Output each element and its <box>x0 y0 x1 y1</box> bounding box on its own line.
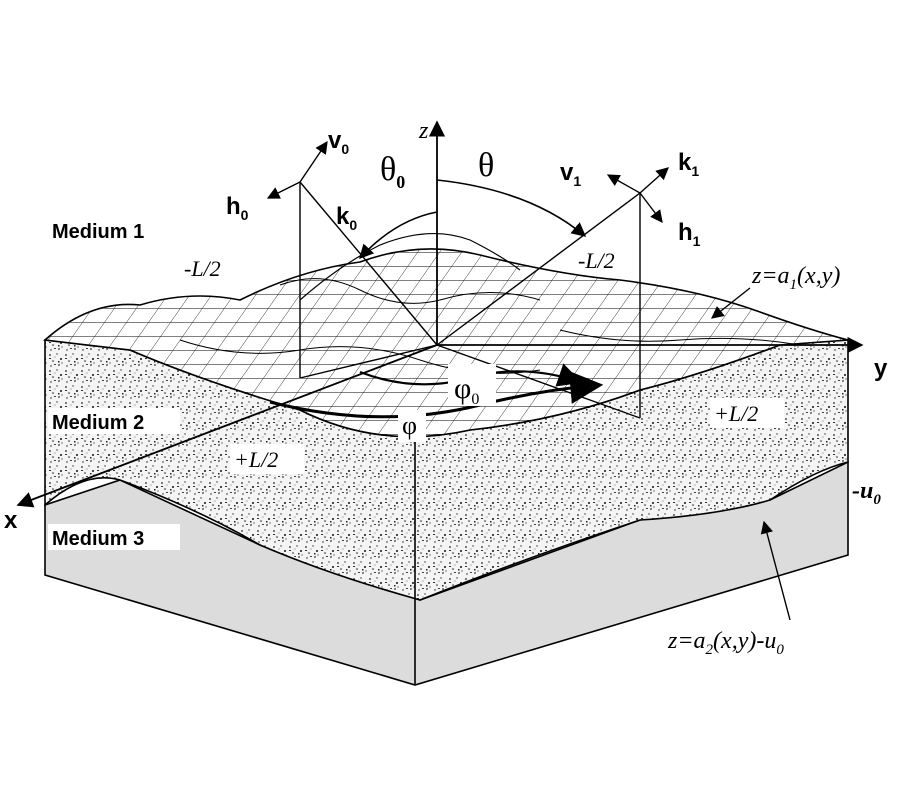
surface2-pointer <box>760 520 791 621</box>
phi-label-bg <box>398 410 426 442</box>
medium-3-label: Medium 3 <box>52 528 144 550</box>
phi0-label-bg <box>448 364 496 406</box>
incident-projection <box>299 344 438 379</box>
h0-label: h0 <box>226 193 249 223</box>
surface1-equation: z=a1(x,y) <box>751 263 840 293</box>
phi-label: φ <box>402 411 417 440</box>
h1-label: h1 <box>678 219 701 249</box>
surface1-pointer <box>711 287 751 319</box>
theta0-label: θ0 <box>380 151 405 192</box>
k1-vector <box>639 167 669 194</box>
plus-l2-right-label: +L/2 <box>714 401 758 426</box>
axis-y-label: y <box>874 355 888 382</box>
scattered-wave-vectors <box>436 167 669 419</box>
minus-l2-right-label: -L/2 <box>578 248 615 273</box>
incident-wave-vectors <box>266 140 438 379</box>
medium-2-label-bg <box>48 408 180 434</box>
v0-label: v0 <box>328 127 349 157</box>
surface2-equation: z=a2(x,y)-u0 <box>667 628 784 658</box>
plus-l2-right-bg <box>710 398 784 428</box>
h0-vector <box>266 181 301 199</box>
k1-label: k1 <box>678 149 699 179</box>
x-axis-line <box>16 344 438 508</box>
medium-1-label: Medium 1 <box>52 221 144 243</box>
rough-surface-mesh <box>43 233 849 438</box>
phi0-label: φ0 <box>454 372 479 408</box>
theta-arc <box>436 179 587 237</box>
theta-label: θ <box>478 147 494 184</box>
plus-l2-left-label: +L/2 <box>234 447 278 472</box>
h1-vector <box>639 192 663 224</box>
v0-vector <box>299 140 328 183</box>
depth-label: -u0 <box>852 478 881 508</box>
k0-line <box>299 181 438 346</box>
scattered-projection <box>436 344 641 419</box>
v1-label: v1 <box>560 159 581 189</box>
plus-l2-left-bg <box>230 444 304 474</box>
medium-3-label-bg <box>48 524 180 550</box>
k1-line <box>436 192 641 346</box>
coordinate-axes <box>16 120 864 508</box>
medium-2-label: Medium 2 <box>52 412 144 434</box>
axis-x-label: x <box>4 507 18 534</box>
v1-vector <box>606 174 641 194</box>
pointer-arrows <box>711 287 791 621</box>
phi-arc <box>269 371 604 419</box>
theta0-arc <box>359 211 438 260</box>
axis-z-label: z <box>418 118 429 144</box>
k0-label: k0 <box>336 203 357 233</box>
minus-l2-left-label: -L/2 <box>184 256 221 281</box>
